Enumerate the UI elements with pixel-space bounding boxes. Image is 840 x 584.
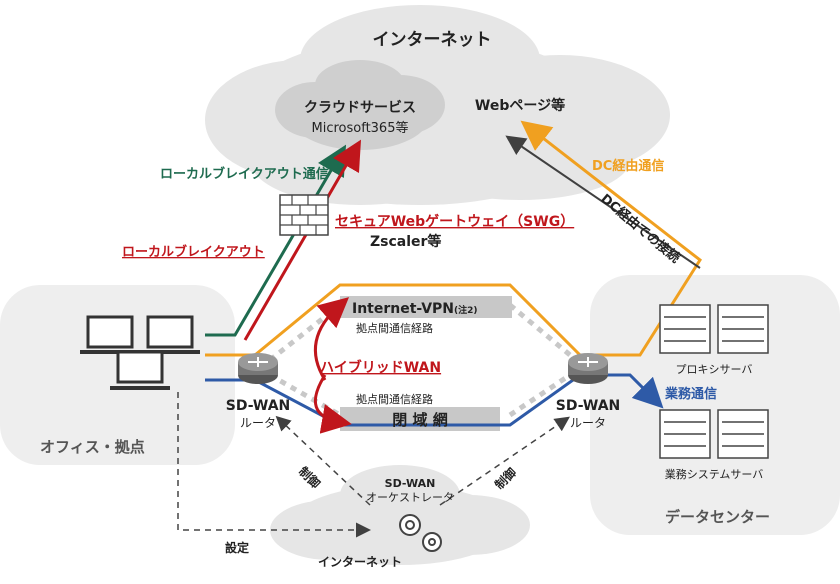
business-server-label: 業務システムサーバ [665,467,764,481]
internet-vpn-label: Internet-VPN(注2) [352,301,478,317]
red-route [243,139,362,341]
proxy-server-icon [659,304,769,354]
orchestrator-title: SD-WAN [385,477,436,490]
business-server-icon [659,409,769,459]
dc-route-connect-label: DC経由での接続 [597,191,683,266]
business-comm-label: 業務通信 [664,386,717,402]
dc-route-comm-label: DC経由通信 [592,158,664,174]
swg-sub: Zscaler等 [370,233,441,250]
hybrid-wan-arrow-down [314,374,352,434]
cloud-service-cloud [275,60,445,150]
right-router-icon [568,353,608,384]
internet-vpn-box [340,296,512,318]
control-right-label: 制御 [492,465,520,493]
setting-label: 設定 [225,540,249,555]
internet-top-label: インターネット [373,30,492,50]
local-breakout-label: ローカルブレイクアウト [122,244,265,260]
proxy-server-label: プロキシサーバ [676,363,753,376]
closed-net-sub: 拠点間通信経路 [356,393,433,406]
closed-net-label: 閉 域 網 [392,411,447,429]
office-label: オフィス・拠点 [40,438,145,456]
left-router-title: SD-WAN [226,398,291,414]
internet-vpn-sub: 拠点間通信経路 [356,322,433,335]
datacenter-label: データセンター [665,508,770,526]
hybrid-wan-arrow-up [313,297,350,381]
dc-connect-arrow [505,135,701,269]
firewall-icon [279,194,329,236]
internet-bottom-label: インターネット [318,555,402,569]
left-router-sub: ルータ [240,416,276,430]
right-router-sub: ルータ [570,416,606,430]
local-breakout-comm-label: ローカルブレイクアウト通信 [160,166,329,182]
control-dashed-lines [177,392,570,538]
cloud-service-title: クラウドサービス [304,100,416,116]
swg-title: セキュアWebゲートウェイ（SWG） [335,213,574,230]
datacenter-area [590,275,840,535]
laptop-icon [80,315,200,390]
right-router-title: SD-WAN [556,398,621,414]
cloud-service-sub: Microsoft365等 [312,120,409,136]
closed-net-box [340,407,500,431]
orchestrator-sub: オーケストレータ [366,491,454,504]
web-page-label: Webページ等 [475,97,565,114]
control-left-label: 制御 [296,464,324,492]
orchestrator-gear-icon [399,514,442,552]
left-router-icon [238,353,278,384]
orange-route [205,120,702,357]
hybrid-wan-label: ハイブリッドWAN [320,359,441,376]
